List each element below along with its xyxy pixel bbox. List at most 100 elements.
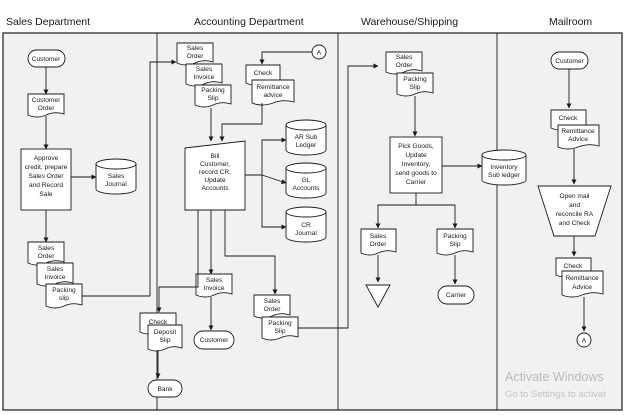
svg-text:Check: Check [564,263,583,270]
acct-bank-terminal: Bank [147,379,183,398]
svg-text:Order: Order [38,105,56,112]
svg-text:Deposit: Deposit [154,329,177,336]
mail-customer-terminal: Customer [550,51,589,70]
acct-bill-customer-process: Bill Customer, record CR, Update Account… [184,140,246,211]
svg-text:Advice: Advice [572,284,592,291]
sales-customer-terminal: Customer [27,49,66,68]
mail-check-remittance-out-stack: Check Remittance Advice [555,257,604,298]
svg-text:Update: Update [204,177,226,184]
wh-packing-slip-out-doc: Packing Slip [436,228,474,256]
mail-check-remittance-stack: Check Remittance Advice [550,109,600,150]
svg-text:Sales Order: Sales Order [28,173,64,180]
svg-text:Sales: Sales [38,245,55,252]
acct-check-deposit-stack: Check Deposit Slip [139,312,183,352]
svg-text:Order: Order [38,253,56,260]
svg-text:Invoice: Invoice [194,74,215,81]
svg-text:Sub ledger: Sub ledger [488,172,521,179]
svg-text:credit, prepare: credit, prepare [25,164,68,171]
svg-text:Inventory,: Inventory, [402,161,431,168]
svg-text:Remittance: Remittance [256,84,290,91]
acct-sales-invoice-out-doc: Sales Invoice [195,273,233,298]
activation-watermark-title: Activate Windows [505,370,604,384]
mail-open-mail-manual-op: Open mail and reconcile RA and Check [537,185,612,237]
column-header-sales: Sales Department [6,16,90,28]
svg-text:Check: Check [149,319,168,326]
column-header-mailroom: Mailroom [549,16,592,28]
wh-incoming-doc-stack: Sales Order Packing Slip [385,51,434,97]
svg-text:Update: Update [405,152,427,159]
svg-text:AR Sub: AR Sub [295,134,318,141]
svg-text:Remittance: Remittance [565,275,599,282]
acct-connector-a: A [311,44,327,60]
svg-text:Sales: Sales [196,66,213,73]
svg-text:Sales: Sales [206,277,223,284]
svg-text:Sales: Sales [187,45,204,52]
svg-text:Sales: Sales [264,298,281,305]
svg-text:Packing: Packing [403,76,427,83]
activation-watermark-subtitle: Go to Settings to activat [505,389,606,400]
sales-doc-stack: Sales Order Sales Invoice Packing slip [27,241,83,309]
svg-text:Invoice: Invoice [204,285,225,292]
svg-text:A: A [582,338,587,345]
svg-text:Advice: Advice [568,136,588,143]
svg-text:Journal: Journal [105,181,127,188]
svg-text:Slip: Slip [410,84,421,91]
acct-gl-disk: GL Accounts [285,162,327,199]
mail-connector-a: A [576,332,592,348]
svg-text:Bank: Bank [157,386,173,393]
svg-text:send goods to: send goods to [395,170,437,177]
wh-sales-order-out-doc: Sales Order [360,228,397,256]
svg-text:and: and [569,202,580,209]
svg-text:Order: Order [264,306,282,313]
svg-text:Packing: Packing [52,287,76,294]
svg-text:slip: slip [59,295,69,302]
svg-text:and Check: and Check [559,220,591,227]
acct-sales-order-packing-stack: Sales Order Packing Slip [253,294,299,341]
svg-text:and Record: and Record [29,182,63,189]
svg-text:Accounts: Accounts [201,185,229,192]
wh-file-triangle [365,284,391,308]
svg-text:Sales: Sales [396,54,413,61]
svg-text:Customer,: Customer, [200,161,230,168]
svg-text:Journal: Journal [295,230,317,237]
svg-text:Order: Order [370,241,388,248]
svg-text:Remittance: Remittance [561,128,595,135]
svg-text:Sales: Sales [370,233,387,240]
svg-text:Order: Order [187,53,205,60]
svg-text:Packing: Packing [268,320,292,327]
svg-text:GL: GL [302,177,311,184]
svg-text:Carrier: Carrier [406,179,427,186]
svg-text:advice: advice [263,92,282,99]
svg-text:Order: Order [396,62,414,69]
svg-text:Inventory: Inventory [490,164,518,171]
column-header-warehouse: Warehouse/Shipping [361,16,458,28]
svg-text:Slip: Slip [208,95,219,102]
svg-text:Accounts: Accounts [292,185,320,192]
column-header-accounting: Accounting Department [194,16,304,28]
svg-text:Ledger: Ledger [296,142,317,149]
svg-text:Invoice: Invoice [45,274,66,281]
svg-text:Sales: Sales [108,173,125,180]
acct-check-remittance-stack: Check Remittance advice [245,64,295,106]
svg-text:Slip: Slip [450,241,461,248]
svg-text:Slip: Slip [160,337,171,344]
svg-text:Packing: Packing [201,87,225,94]
svg-text:A: A [317,50,322,57]
svg-text:Customer: Customer [32,56,61,63]
svg-text:Approve: Approve [34,155,59,162]
svg-text:Pick Goods,: Pick Goods, [398,143,434,150]
svg-text:record CR,: record CR, [199,169,231,176]
sales-journal-disk: Sales Journal [95,158,137,195]
acct-ar-ledger-disk: AR Sub Ledger [285,119,327,156]
svg-text:Open mail: Open mail [559,193,590,200]
svg-text:Sales: Sales [47,266,64,273]
svg-text:Bill: Bill [211,153,220,160]
wh-carrier-terminal: Carrier [437,285,475,305]
svg-text:Check: Check [559,115,578,122]
sales-approve-process: Approve credit, prepare Sales Order and … [20,148,72,211]
wh-inventory-disk: Inventory Sub ledger [481,149,527,186]
acct-customer-terminal: Customer [193,330,235,350]
wh-pick-goods-process: Pick Goods, Update Inventory, send goods… [389,136,443,194]
